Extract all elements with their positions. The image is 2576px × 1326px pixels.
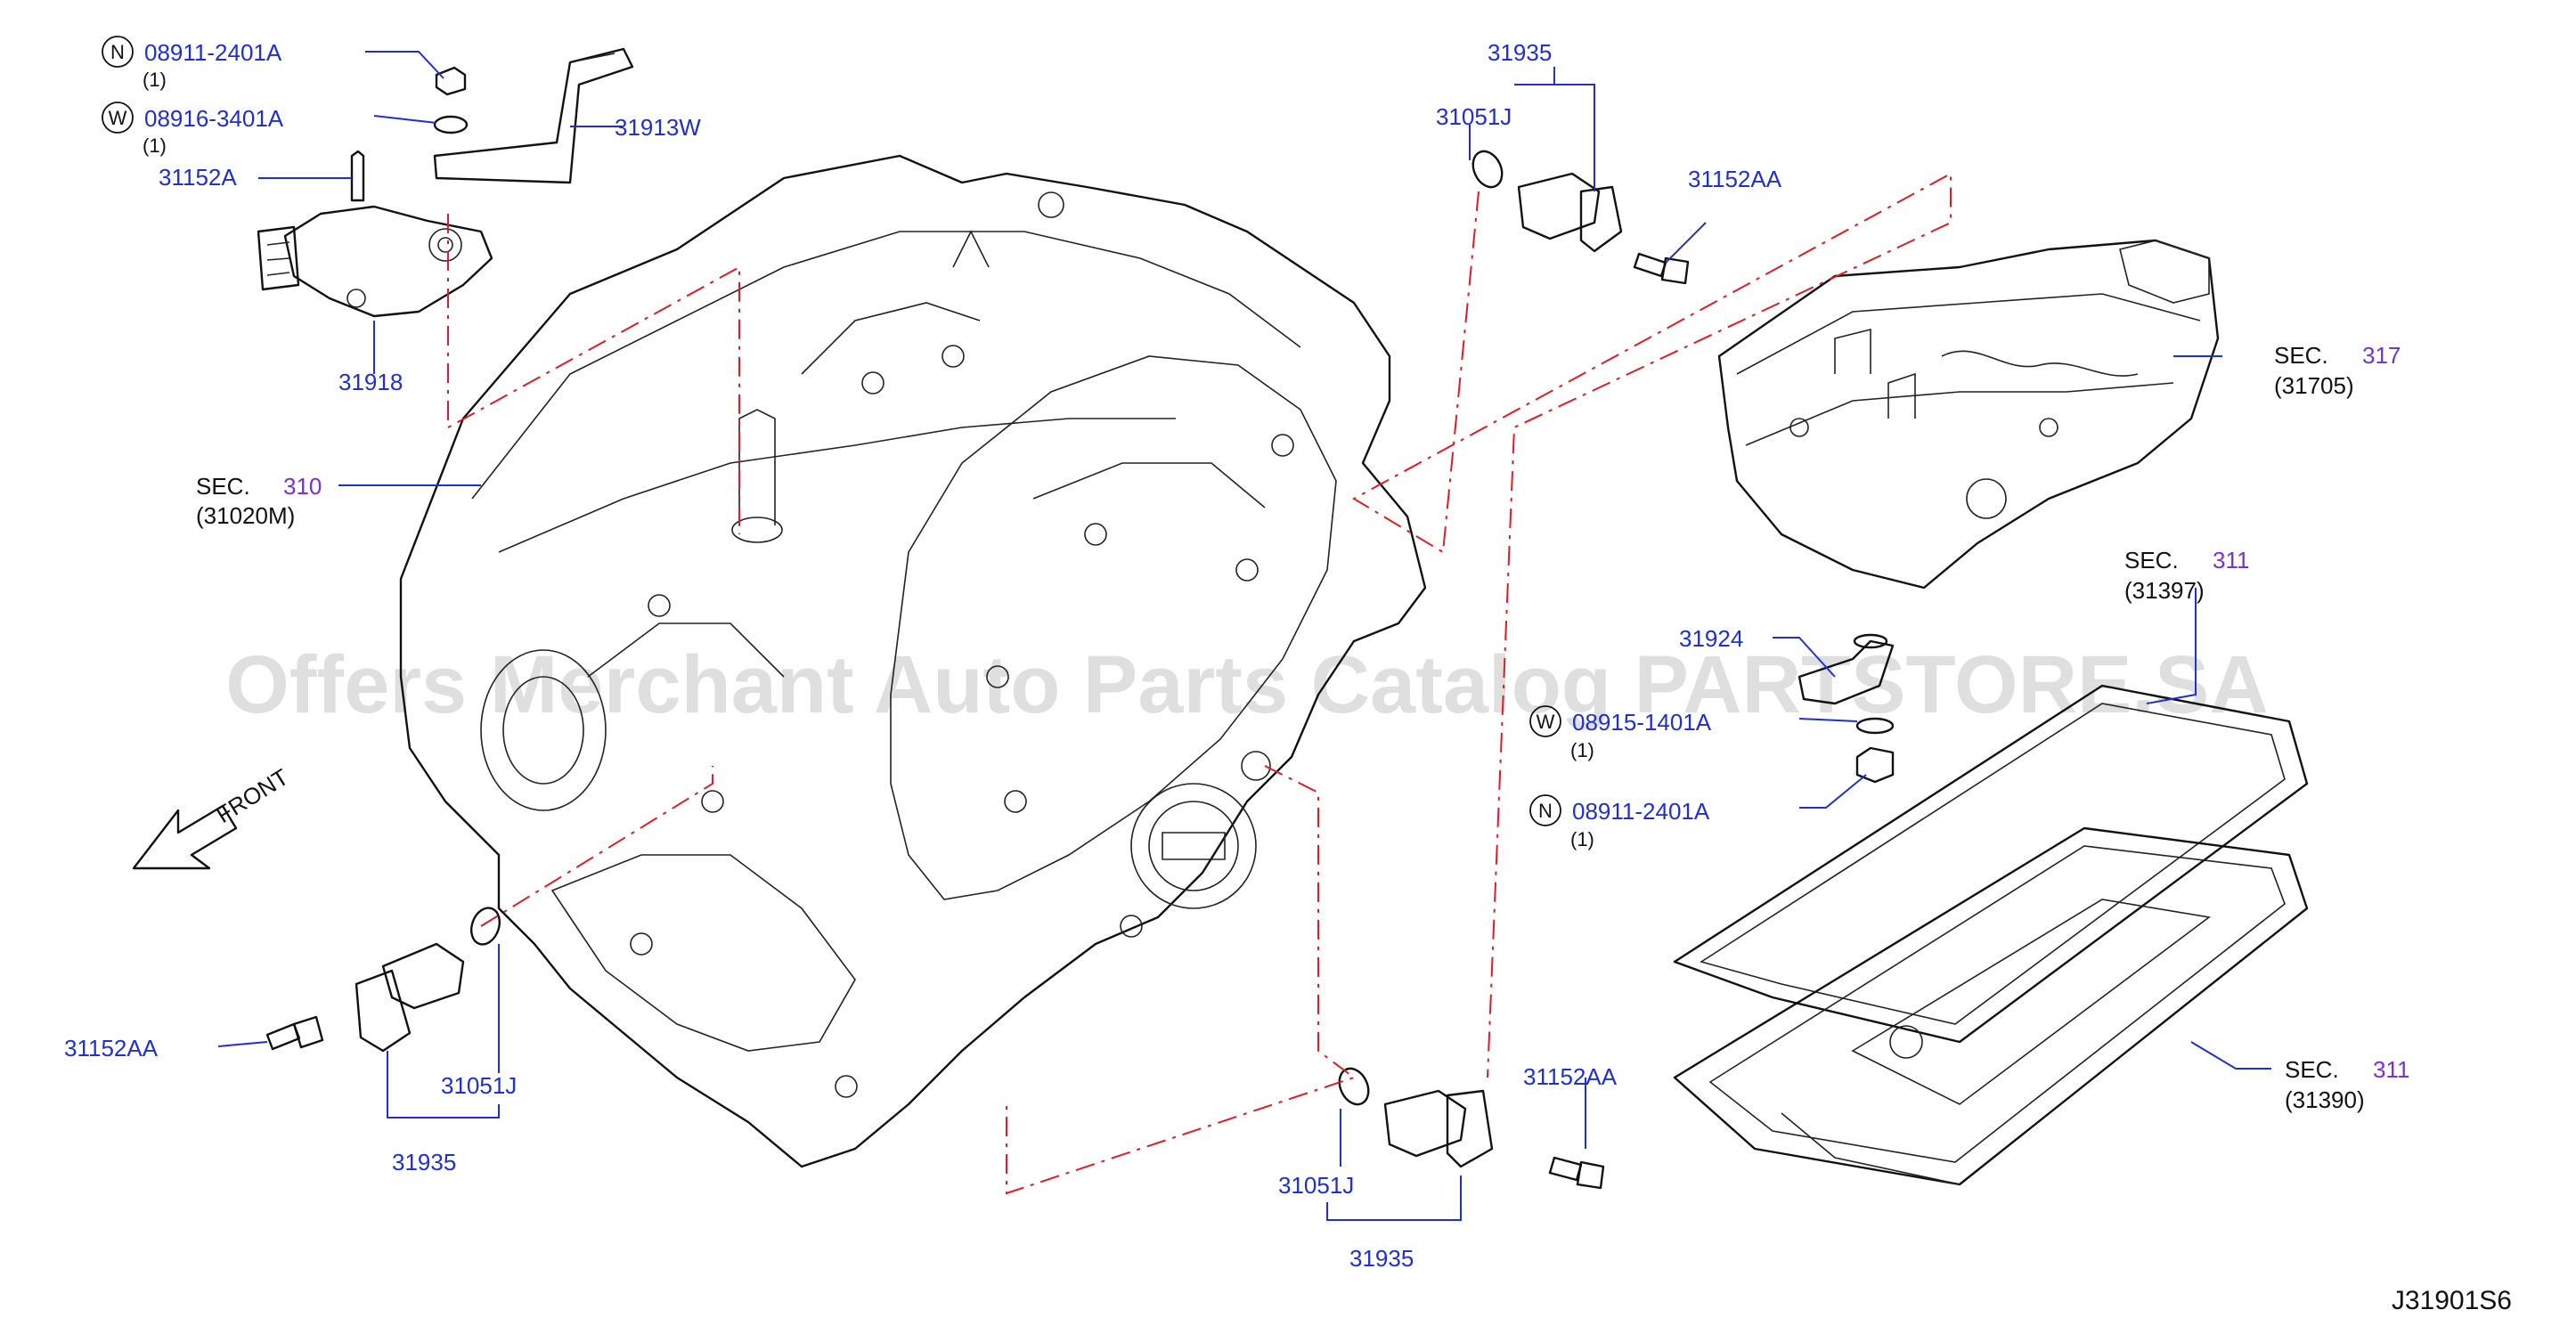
- sec-prefix: SEC.: [196, 473, 250, 500]
- sec-prefix: SEC.: [2274, 342, 2328, 369]
- oil-strainer-gasket: [1673, 684, 2309, 1044]
- callout-bolt-left-31152aa: 31152AA: [64, 1035, 159, 1062]
- oil-pan: [1673, 826, 2309, 1186]
- quantity: (1): [1570, 828, 1594, 850]
- sec-number: 310: [283, 473, 322, 500]
- nut-symbol: N: [110, 41, 125, 63]
- callout-bolt-bottom-31152aa: 31152AA: [1523, 1063, 1618, 1090]
- callout-oring-bottom-31051j: 31051J: [1278, 1172, 1354, 1199]
- nut-symbol-icon: [102, 36, 134, 68]
- part-number: 08915-1401A: [1572, 709, 1712, 736]
- part-number: 08911-2401A: [1572, 798, 1710, 825]
- leader-lines: [217, 51, 2271, 1221]
- part-number: 08916-3401A: [144, 105, 284, 132]
- part-number: 08911-2401A: [144, 39, 282, 66]
- bracket-31924-parts: [1797, 633, 1895, 784]
- callout-oring-top-31051j: 31051J: [1436, 103, 1512, 130]
- callout-31924: 31924: [1679, 625, 1743, 652]
- callout-washer-top: W 08916-3401A (1): [102, 102, 284, 157]
- diagram-code: J31901S6: [2392, 1286, 2512, 1315]
- sec-subpart: (31705): [2274, 372, 2354, 399]
- callout-sec317: SEC. 317 (31705): [2274, 342, 2401, 399]
- speed-sensor-left: [265, 907, 501, 1053]
- callout-oring-left-31051j: 31051J: [441, 1072, 517, 1099]
- quantity: (1): [143, 134, 167, 157]
- callout-31918: 31918: [338, 369, 403, 395]
- washer-symbol-icon: [102, 102, 134, 134]
- speed-sensor-top: [1471, 150, 1690, 285]
- quantity: (1): [1570, 739, 1594, 761]
- callout-sec311-gasket: SEC. 311 (31397): [2124, 547, 2249, 604]
- valve-body: [1717, 239, 2220, 590]
- callout-sensor-left-31935: 31935: [392, 1149, 456, 1176]
- callout-nut-top: N 08911-2401A (1): [102, 36, 282, 91]
- nut-symbol-icon: [1529, 794, 1561, 826]
- front-arrow-icon: [132, 804, 238, 870]
- sec-number: 311: [2213, 547, 2249, 574]
- callout-sensor-top-31935: 31935: [1488, 39, 1552, 66]
- center-lines: [447, 172, 1952, 1195]
- sec-subpart: (31390): [2285, 1086, 2365, 1113]
- sec-prefix: SEC.: [2285, 1056, 2339, 1083]
- callout-nut-mid: N 08911-2401A (1): [1529, 794, 1710, 850]
- callout-bolt-top-31152aa: 31152AA: [1688, 166, 1782, 192]
- callout-31913w: 31913W: [615, 114, 701, 141]
- sec-number: 317: [2362, 342, 2401, 369]
- callout-sec311-pan: SEC. 311 (31390): [2285, 1056, 2409, 1113]
- callout-31152a: 31152A: [159, 164, 237, 191]
- front-label: FRONT: [211, 763, 293, 828]
- transmission-case: [399, 154, 1427, 1168]
- sec-subpart: (31020M): [196, 502, 295, 529]
- watermark-text: Offers Merchant Auto Parts Catalog PARTS…: [225, 639, 2269, 730]
- speed-sensor-bottom: [1338, 1067, 1605, 1190]
- callout-washer-mid: W 08915-1401A (1): [1529, 705, 1712, 761]
- inhibitor-switch-assembly: [257, 47, 634, 318]
- washer-symbol-icon: [1529, 705, 1561, 737]
- sec-number: 311: [2373, 1056, 2409, 1083]
- washer-symbol: W: [1537, 711, 1555, 733]
- quantity: (1): [143, 69, 167, 91]
- sec-prefix: SEC.: [2124, 547, 2179, 574]
- callout-sensor-bottom-31935: 31935: [1349, 1245, 1414, 1272]
- callout-sec310: SEC. 310 (31020M): [196, 473, 322, 529]
- washer-symbol: W: [109, 107, 127, 129]
- nut-symbol: N: [1538, 800, 1553, 822]
- sec-subpart: (31397): [2124, 577, 2205, 604]
